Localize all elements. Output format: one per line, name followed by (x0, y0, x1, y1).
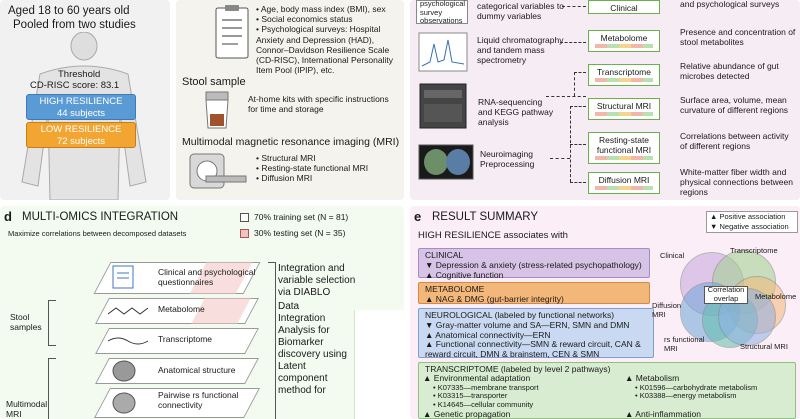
desc-rs: Correlations between activity of differe… (680, 131, 789, 151)
group-stool: Stool samples (10, 312, 42, 332)
survey-observations-label: psychological survey observations (420, 0, 466, 26)
omic-box-structural-mri: Structural MRI (588, 98, 660, 120)
method-dummy: categorical variables to dummy variables (477, 1, 564, 21)
brain-scan-icon (418, 144, 474, 180)
group-mri: Multimodal MRI (6, 399, 48, 419)
survey-list: Age, body mass index (BMI), sex Social e… (256, 4, 402, 75)
desc-diffusion: White-matter fiber width and physical co… (680, 167, 793, 197)
panel-d-title: MULTI-OMICS INTEGRATION (22, 211, 179, 223)
train-label: 70% training set (N = 81) (254, 212, 349, 222)
legend-positive: ▲ Positive association (710, 212, 786, 221)
mri-list: Structural MRI Resting-state functional … (256, 153, 402, 184)
panel-d-subtitle: Maximize correlations between decomposed… (8, 229, 187, 238)
omic-box-transcriptome: Transcriptome (588, 64, 660, 86)
sequence-icon (107, 337, 149, 345)
age-line: Aged 18 to 60 years old (8, 5, 130, 17)
survey-item: Age, body mass index (BMI), sex (256, 4, 402, 14)
threshold-label: Threshold (58, 69, 101, 80)
stool-kit-icon (205, 91, 229, 129)
panel-e-subtitle: HIGH RESILIENCE associates with (418, 230, 568, 241)
low-resilience-label: LOW RESILIENCE (40, 124, 122, 135)
omic-box-clinical: Clinical (588, 0, 660, 14)
venn-label-metabolome: Metabolome (755, 292, 797, 301)
questionnaire-icon (112, 265, 134, 289)
omic-box-diffusion-mri: Diffusion MRI (588, 172, 660, 194)
side-text-long: Data Integration Analysis for Biomarker … (278, 301, 347, 396)
layer-metabolome: Metabolome (158, 304, 205, 314)
method-rnaseq: RNA-sequencing and KEGG pathway analysis (478, 97, 554, 127)
desc-transcriptome: Relative abundance of gut microbes detec… (680, 61, 779, 81)
mri-item: Structural MRI (256, 153, 402, 163)
survey-item: Psychological surveys: Hospital Anxiety … (256, 24, 402, 75)
stool-text: At-home kits with specific instructions … (248, 94, 389, 114)
clipboard-icon (215, 5, 249, 59)
method-neuro: Neuroimaging Preprocessing (480, 149, 535, 169)
pool-line: Pooled from two studies (13, 19, 136, 31)
high-resilience-label: HIGH RESILIENCE (39, 96, 123, 107)
venn-label-rs: rs functional MRI (664, 335, 705, 353)
brain-connectivity-icon (112, 392, 136, 414)
desc-metabolome: Presence and concentration of stool meta… (680, 27, 796, 47)
threshold-value: CD-RISC score: 83.1 (30, 80, 120, 91)
molecule-icon (107, 307, 149, 315)
mri-item: Resting-state functional MRI (256, 163, 402, 173)
venn-label-transcriptome: Transcriptome (730, 246, 778, 255)
layer-transcriptome: Transcriptome (158, 334, 213, 344)
low-resilience-count: 72 subjects (56, 136, 106, 147)
venn-center-box (704, 286, 748, 304)
survey-observations-box (416, 0, 468, 24)
panel-d-letter: d (4, 209, 12, 224)
omic-box-rs-fmri: Resting-state functional MRI (588, 132, 660, 164)
sequencer-icon (419, 83, 467, 129)
test-label: 30% testing set (N = 35) (254, 228, 346, 238)
layer-anatomical: Anatomical structure (158, 365, 236, 375)
mri-scanner-icon (189, 153, 247, 189)
method-lcms: Liquid chromatography and tandem mass sp… (477, 35, 564, 65)
desc-clinical: and psychological surveys (680, 0, 780, 9)
result-transcriptome: TRANSCRIPTOME (labeled by level 2 pathwa… (418, 362, 796, 419)
layer-rs-fc: Pairwise rs functional connectivity (158, 390, 239, 410)
mri-title: Multimodal magnetic resonance imaging (M… (182, 136, 400, 148)
panel-e-title: RESULT SUMMARY (432, 211, 539, 223)
desc-structural: Surface area, volume, mean curvature of … (680, 95, 789, 115)
panel-e-letter: e (414, 209, 422, 224)
high-resilience-count: 44 subjects (56, 108, 106, 119)
result-neurological: NEUROLOGICAL (labeled by functional netw… (418, 308, 654, 359)
chromatography-icon (418, 32, 468, 72)
side-text-diablo: Integration and variable selection via D… (278, 263, 356, 298)
survey-item: Social economics status (256, 14, 402, 24)
venn-center-label: Correlation overlap (707, 285, 745, 303)
stool-title: Stool sample (182, 76, 246, 88)
high-resilience-box (26, 94, 136, 120)
layer-clinical: Clinical and psychological questionnaire… (158, 267, 256, 287)
legend-negative: ▼ Negative association (710, 222, 789, 231)
venn-label-clinical: Clinical (660, 251, 685, 260)
mri-item: Diffusion MRI (256, 173, 402, 183)
venn-label-diffusion: Diffusion MRI (652, 301, 682, 319)
omic-box-metabolome: Metabolome (588, 30, 660, 52)
brain-structure-icon (112, 360, 136, 382)
low-resilience-box (26, 122, 136, 148)
result-clinical: CLINICAL ▼ Depression & anxiety (stress-… (418, 248, 650, 279)
venn-label-structural: Structural MRI (740, 342, 788, 351)
result-metabolome: METABOLOME ▲ NAG & DMG (gut-barrier inte… (418, 282, 650, 304)
legend-box (706, 211, 798, 233)
